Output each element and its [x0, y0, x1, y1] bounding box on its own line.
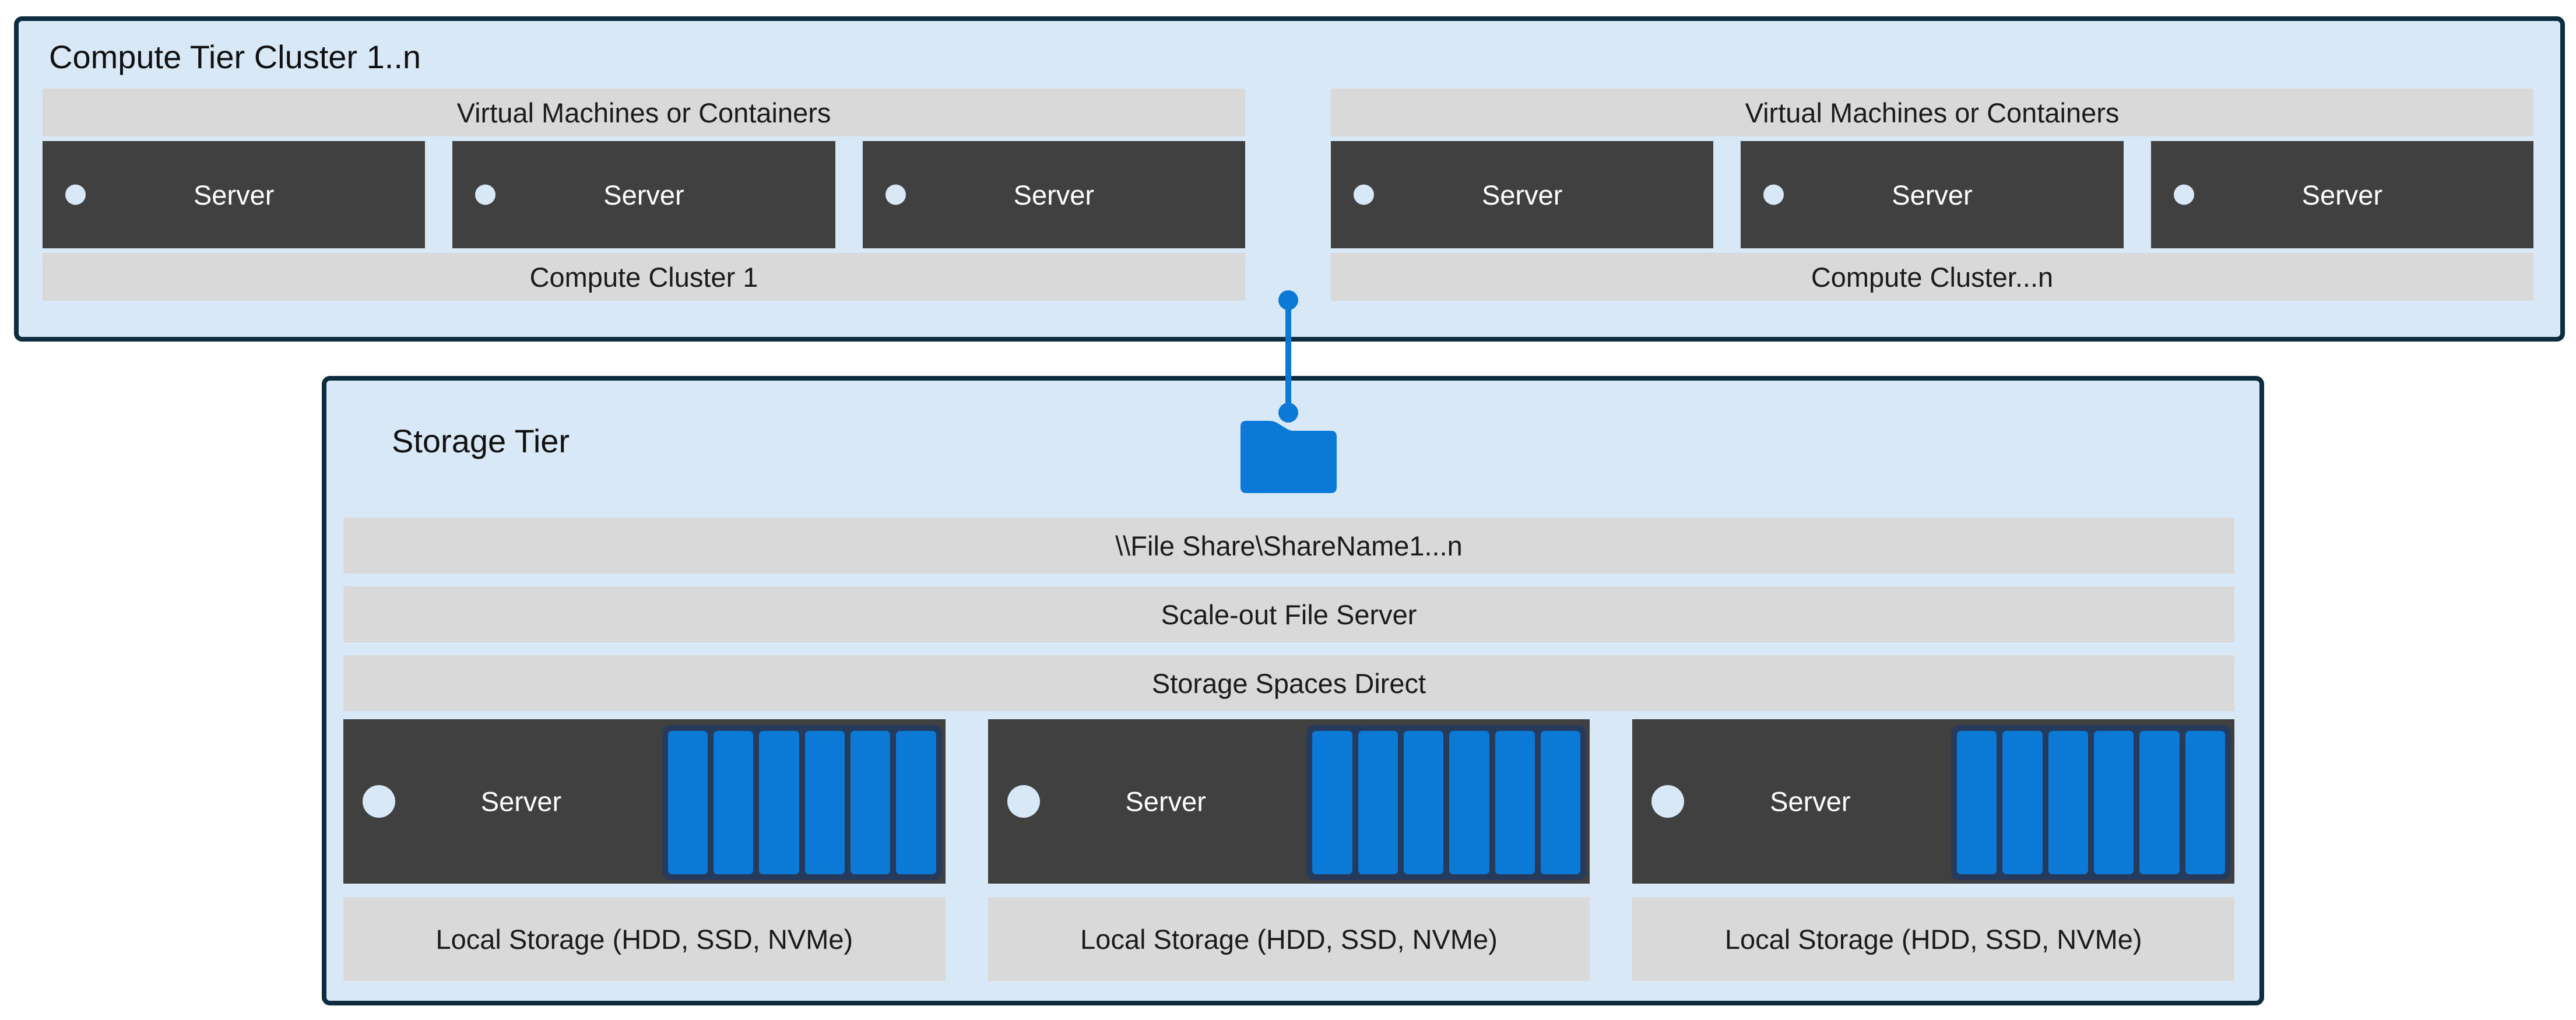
local-storage-label: Local Storage (HDD, SSD, NVMe) [1080, 923, 1498, 955]
vm-bar-label: Virtual Machines or Containers [1745, 97, 2120, 128]
storage-spaces-direct-bar: Storage Spaces Direct [343, 655, 2234, 711]
local-storage-label: Local Storage (HDD, SSD, NVMe) [1724, 923, 2142, 955]
storage-layer-bars: \\File Share\ShareName1...n Scale-out Fi… [343, 518, 2234, 711]
indicator-dot-icon [475, 184, 496, 205]
server-label: Server [1481, 179, 1563, 210]
indicator-dot-icon [363, 785, 395, 818]
server-label: Server [1770, 786, 1851, 817]
vm-bar: Virtual Machines or Containers [1331, 89, 2533, 136]
storage-server-node: Server [987, 719, 1590, 884]
local-storage-row: Local Storage (HDD, SSD, NVMe) Local Sto… [343, 897, 2235, 981]
server-label: Server [2301, 179, 2383, 210]
disk-icon [2048, 731, 2088, 874]
disk-icon [896, 731, 936, 874]
storage-tier-box: Storage Tier \\File Share\ShareName1...n… [322, 376, 2264, 1005]
server-row: Server Server Server [1331, 141, 2533, 248]
indicator-dot-icon [1354, 184, 1374, 205]
local-storage-bar: Local Storage (HDD, SSD, NVMe) [1632, 897, 2235, 981]
storage-server-row: Server Server [343, 719, 2235, 884]
server-label: Server [193, 179, 275, 210]
indicator-dot-icon [1651, 785, 1685, 818]
server-node: Server [2150, 141, 2533, 248]
server-node: Server [1741, 141, 2124, 248]
server-node: Server [862, 141, 1245, 248]
local-storage-bar: Local Storage (HDD, SSD, NVMe) [343, 897, 946, 981]
cluster-name-label: Compute Cluster...n [1811, 261, 2054, 293]
compute-cluster-n-group: Virtual Machines or Containers Server Se… [1331, 89, 2533, 301]
cluster-name-bar: Compute Cluster...n [1331, 253, 2533, 301]
storage-spaces-direct-label: Storage Spaces Direct [1151, 667, 1426, 699]
compute-cluster-1-group: Virtual Machines or Containers Server Se… [43, 89, 1245, 301]
folder-icon [1240, 421, 1337, 493]
indicator-dot-icon [2173, 184, 2194, 205]
cluster-name-label: Compute Cluster 1 [529, 261, 758, 293]
server-node: Server [452, 141, 835, 248]
disk-array-icon [1306, 725, 1587, 880]
disk-icon [2094, 731, 2134, 874]
indicator-dot-icon [1007, 785, 1040, 818]
disk-icon [850, 731, 891, 874]
disk-icon [1404, 731, 1444, 874]
disk-icon [759, 731, 799, 874]
connector-line [1278, 290, 1298, 423]
disk-icon [667, 731, 708, 874]
disk-icon [1312, 731, 1352, 874]
disk-icon [2185, 731, 2225, 874]
scale-out-file-server-bar: Scale-out File Server [343, 586, 2234, 642]
server-label: Server [1013, 179, 1095, 210]
server-row: Server Server Server [43, 141, 1245, 248]
local-storage-label: Local Storage (HDD, SSD, NVMe) [435, 923, 853, 955]
disk-array-icon [662, 725, 942, 880]
indicator-dot-icon [65, 184, 86, 205]
indicator-dot-icon [1763, 184, 1784, 205]
disk-icon [1495, 731, 1535, 874]
indicator-dot-icon [885, 184, 906, 205]
storage-server-node: Server [343, 719, 946, 884]
storage-server-node: Server [1632, 719, 2235, 884]
disk-icon [2002, 731, 2043, 874]
server-label: Server [480, 786, 562, 817]
server-label: Server [1892, 179, 1973, 210]
local-storage-bar: Local Storage (HDD, SSD, NVMe) [987, 897, 1590, 981]
file-share-label: \\File Share\ShareName1...n [1115, 530, 1463, 561]
disk-icon [1540, 731, 1581, 874]
server-node: Server [1331, 141, 1714, 248]
scale-out-file-server-label: Scale-out File Server [1161, 599, 1417, 630]
vm-bar-label: Virtual Machines or Containers [456, 97, 831, 128]
disk-icon [1358, 731, 1398, 874]
disk-icon [1957, 731, 1997, 874]
server-label: Server [603, 179, 684, 210]
storage-tier-title: Storage Tier [392, 423, 570, 459]
cluster-name-bar: Compute Cluster 1 [43, 253, 1245, 301]
server-label: Server [1125, 786, 1206, 817]
disk-array-icon [1951, 725, 2231, 880]
disk-icon [2139, 731, 2180, 874]
disk-icon [804, 731, 845, 874]
compute-tier-title: Compute Tier Cluster 1..n [49, 38, 421, 75]
file-share-bar: \\File Share\ShareName1...n [343, 518, 2234, 574]
server-node: Server [43, 141, 426, 248]
disk-icon [1449, 731, 1489, 874]
disk-icon [714, 731, 754, 874]
compute-tier-box: Compute Tier Cluster 1..n Virtual Machin… [14, 16, 2565, 342]
vm-bar: Virtual Machines or Containers [43, 89, 1245, 136]
